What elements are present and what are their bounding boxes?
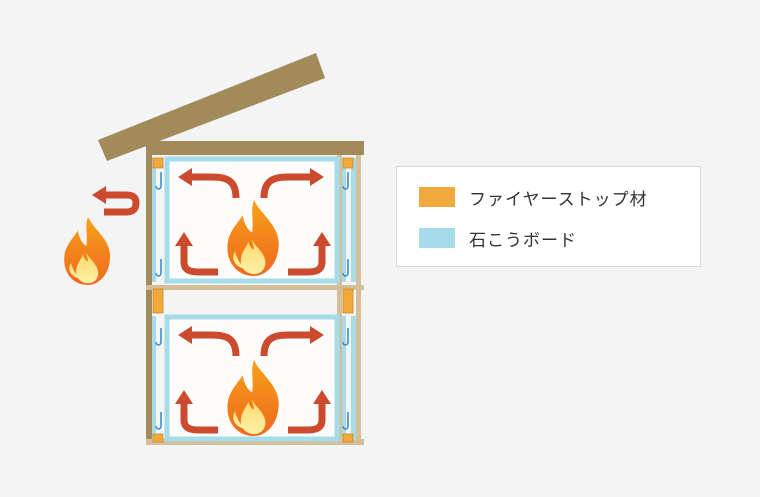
fire-stop-material <box>152 157 354 443</box>
legend: ファイヤーストップ材 石こうボード <box>396 166 701 267</box>
curved-arrow-icon <box>180 173 326 276</box>
curved-arrow-icon <box>104 191 140 216</box>
curved-arrow-icon <box>180 331 326 434</box>
roof-beam <box>98 53 325 161</box>
legend-item-gypsum-board: 石こうボード <box>419 227 577 251</box>
fire-stop-swatch <box>419 187 455 207</box>
wall-gypsum-board <box>152 158 356 440</box>
legend-item-fire-stop: ファイヤーストップ材 <box>419 186 648 210</box>
legend-label: 石こうボード <box>469 230 577 251</box>
house-frame <box>146 141 364 445</box>
arrow-heads-lower <box>175 326 331 404</box>
arrow-heads-upper <box>175 168 331 246</box>
legend-label: ファイヤーストップ材 <box>469 189 648 210</box>
gypsum-board-swatch <box>419 228 455 248</box>
arrow-head <box>92 186 106 204</box>
flame-icon <box>64 217 111 285</box>
